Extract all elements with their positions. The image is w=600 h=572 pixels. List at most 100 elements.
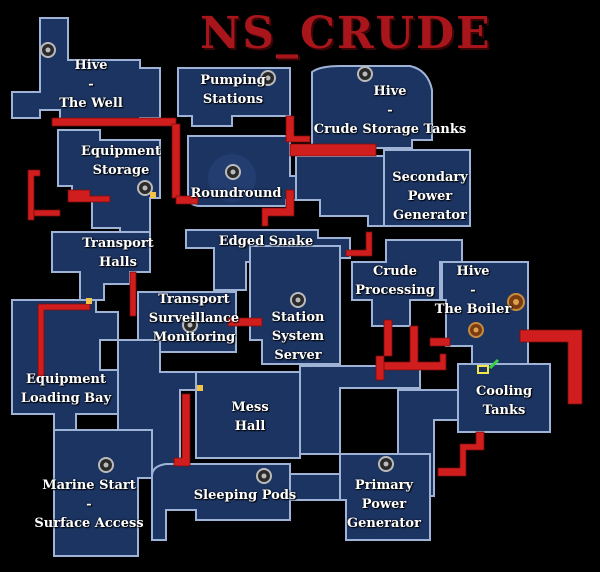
room-label-line: Mess [231, 400, 269, 415]
room-label-line: Equipment [81, 144, 161, 159]
room-label-hive-well: Hive-The Well [59, 56, 123, 113]
room-label-line: Power [361, 497, 407, 512]
resource-node-icon [357, 66, 373, 82]
vent-crude-south [375, 319, 447, 381]
resource-node-icon [98, 457, 114, 473]
room-label-line: Surveillance [148, 311, 240, 326]
room-marine-start-shape [53, 429, 153, 557]
hive-node-icon [507, 293, 525, 311]
room-label-line: Halls [99, 255, 137, 270]
room-equipment-loading-shape [11, 299, 119, 431]
resource-node-icon [290, 292, 306, 308]
room-label-line: Secondary [392, 170, 468, 185]
vent-pumping-west [171, 123, 181, 199]
vents-layer [27, 115, 583, 477]
ladder-icon [150, 192, 156, 198]
ready-room-marker [477, 358, 500, 374]
ladder-icon [86, 298, 92, 304]
room-label-line: Edged Snake [218, 234, 314, 249]
room-label-line: Primary [354, 478, 414, 493]
room-label-line: Stations [202, 92, 264, 107]
room-label-line: Roundround [190, 186, 282, 201]
vent-boiler-west [429, 337, 451, 347]
room-label-hive-boiler: Hive-The Boiler [435, 262, 512, 319]
vent-roundround-top [289, 143, 377, 157]
room-label-line: - [88, 77, 94, 92]
vent-cooling-south [437, 431, 485, 477]
resource-node-icon [137, 180, 153, 196]
room-primary-link-shape [289, 473, 341, 501]
room-label-line: Crude [372, 264, 418, 279]
room-label-line: - [470, 283, 476, 298]
room-label-line: The Boiler [434, 302, 512, 317]
resource-node-icon [225, 164, 241, 180]
room-label-line: Pumping [200, 73, 266, 88]
room-label-line: Tanks [482, 403, 526, 418]
vent-transport-halls-mid [129, 271, 137, 317]
vent-roundround-east [261, 189, 295, 227]
vent-surveillance [227, 317, 263, 327]
vent-boiler-east [519, 329, 583, 405]
room-secondary-power-shape [383, 149, 471, 227]
room-hive-crude-shape [311, 65, 433, 149]
room-label-line: Hive [373, 84, 407, 99]
room-label-line: Storage [92, 163, 150, 178]
room-transport-halls-shape [51, 231, 151, 301]
room-label-line: Hive [74, 58, 108, 73]
vent-well-east [51, 117, 177, 127]
hive-markers-layer [468, 293, 525, 338]
room-label-line: Generator [393, 208, 467, 223]
resource-node-icon [378, 456, 394, 472]
room-label-line: Crude Storage Tanks [313, 122, 467, 137]
resource-node-icon [40, 42, 56, 58]
resource-nodes-layer [40, 42, 394, 484]
room-label-line: Station [271, 310, 325, 325]
vent-left-spur [27, 169, 41, 221]
room-label-line: Generator [347, 516, 421, 531]
room-label-line: Server [274, 348, 322, 363]
room-label-line: - [387, 103, 393, 118]
vent-storage-left [33, 209, 61, 217]
resource-node-icon [182, 317, 198, 333]
ladder-markers-layer [86, 192, 203, 391]
room-label-line: Hall [234, 419, 266, 434]
room-label-line: - [86, 497, 92, 512]
vent-roundround-west [175, 195, 199, 205]
room-label-marine-start: Marine Start-Surface Access [34, 476, 143, 533]
vent-edged-link [345, 231, 373, 257]
room-label-roundround: Roundround [191, 184, 282, 203]
room-label-line: Marine Start [42, 478, 136, 493]
rooms-layer [11, 17, 551, 557]
resource-node-icon [260, 70, 276, 86]
room-label-line: Monitoring [152, 330, 236, 345]
room-label-line: Equipment [26, 372, 106, 387]
room-label-line: Transport [82, 236, 154, 251]
room-label-sleeping-pods: Sleeping Pods [194, 486, 296, 505]
room-label-line: Processing [355, 283, 435, 298]
room-label-line: Transport [158, 292, 230, 307]
room-label-line: Power [407, 189, 453, 204]
map-title: NS_CRUDE [200, 8, 492, 59]
ladder-icon [197, 385, 203, 391]
room-label-line: Cooling [475, 384, 533, 399]
room-mess-hall-shape [195, 371, 301, 459]
room-label-line: System [271, 329, 325, 344]
room-label-hive-crude: Hive - Crude Storage Tanks [314, 82, 466, 139]
room-label-line: Sleeping Pods [193, 488, 297, 503]
room-label-edged-snake: Edged Snake [219, 232, 314, 251]
room-sleeping-pods-shape [151, 463, 291, 541]
resource-node-icon [256, 468, 272, 484]
